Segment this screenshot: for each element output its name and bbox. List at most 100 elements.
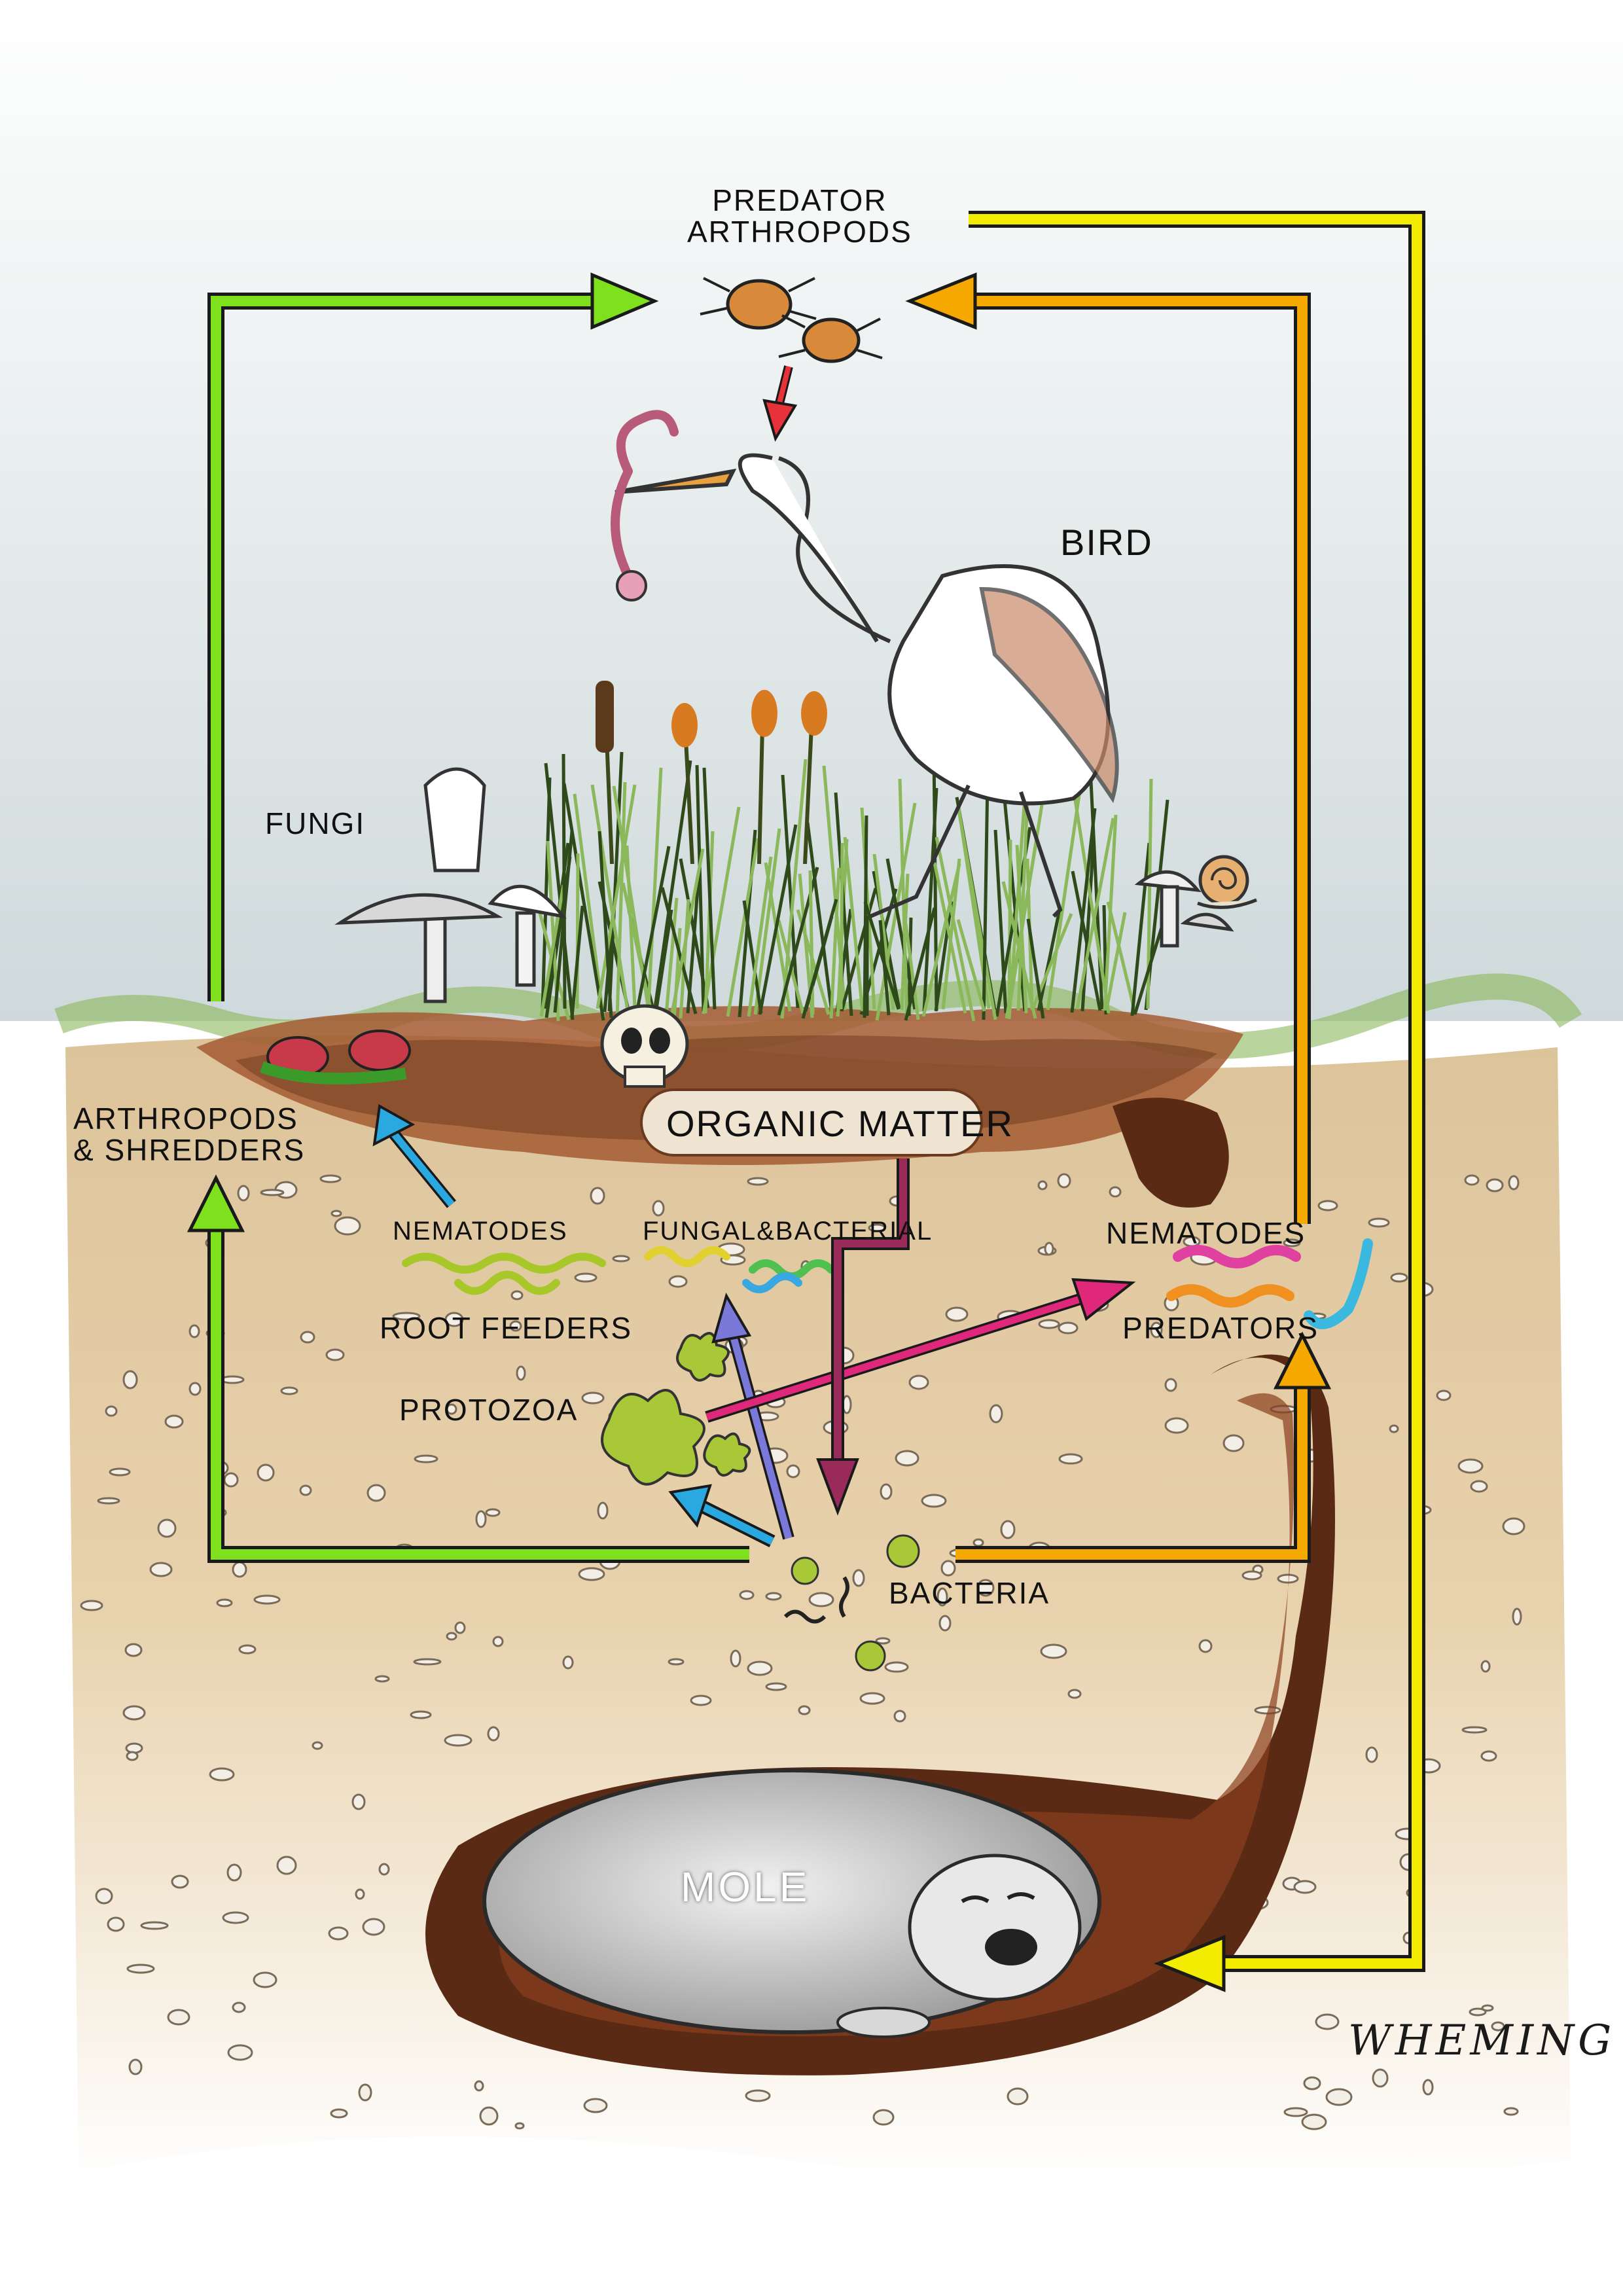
- grass-blade: [840, 888, 878, 1012]
- pebble: [97, 1497, 120, 1505]
- pebble: [157, 1518, 177, 1538]
- grass-blade: [695, 764, 705, 1012]
- pebble: [739, 1590, 755, 1600]
- pebble: [1502, 1517, 1525, 1535]
- pebble: [765, 1592, 782, 1601]
- grass-blade: [747, 856, 773, 1017]
- grass-blade: [570, 905, 584, 1018]
- grass-blade: [806, 822, 834, 1013]
- pebble: [330, 2108, 348, 2119]
- pebble: [128, 2058, 143, 2075]
- predator-nematodes: [1166, 1238, 1373, 1329]
- label-root-feeders: ROOT FEEDERS: [380, 1311, 633, 1345]
- pebble: [122, 1370, 138, 1390]
- artist-signature: WHEMING: [1348, 2017, 1616, 2065]
- pebble: [446, 1632, 457, 1641]
- worm: [611, 410, 679, 601]
- pebble: [276, 1856, 297, 1875]
- pebble: [226, 1863, 242, 1882]
- grass-blade: [1026, 918, 1045, 1019]
- pebble: [358, 2083, 372, 2102]
- pebble: [164, 1414, 184, 1429]
- grass-blade: [1001, 881, 1037, 1019]
- pebble: [232, 1561, 247, 1578]
- pebble: [446, 1403, 457, 1415]
- label-bacteria: BACTERIA: [889, 1576, 1050, 1610]
- arrow-yellow-head: [1154, 1935, 1226, 1992]
- pebble: [1464, 1174, 1480, 1186]
- pebble: [747, 1177, 769, 1186]
- pebble: [1317, 1200, 1338, 1211]
- grass-blade: [1089, 780, 1104, 1010]
- grass-blade: [625, 845, 637, 1022]
- pebble: [1007, 2087, 1029, 2106]
- pebble: [578, 1567, 605, 1581]
- pebble: [319, 1174, 342, 1183]
- pebble: [1512, 1607, 1522, 1626]
- arrow-orange-heads: [905, 272, 1332, 1390]
- pebble: [938, 1615, 952, 1632]
- pebble: [223, 1472, 239, 1488]
- grass-blade: [957, 810, 997, 1020]
- pebble: [124, 1643, 143, 1657]
- grass-blade: [843, 836, 865, 1012]
- pebble: [378, 1863, 390, 1876]
- pebble: [330, 1210, 342, 1217]
- grass-blade: [646, 767, 663, 1019]
- pebble: [1508, 1175, 1520, 1191]
- grass-blade: [660, 887, 698, 1014]
- pebble: [1315, 2013, 1340, 2030]
- pebble: [312, 1741, 323, 1750]
- cattails: [596, 681, 827, 865]
- pebble: [362, 1918, 385, 1936]
- grass-blade: [956, 919, 986, 1012]
- grass-clump: [536, 751, 1169, 1022]
- pebble: [325, 1348, 345, 1361]
- pebble: [747, 1660, 773, 1676]
- pebble: [1422, 2079, 1434, 2096]
- label-predator-arthropods-line1: PREDATOR: [712, 183, 887, 217]
- pebble: [798, 1705, 811, 1715]
- label-bird: BIRD: [1060, 522, 1153, 563]
- arrow-cyan-protozoa: [668, 1484, 776, 1547]
- pebble: [1150, 1321, 1163, 1338]
- grass-blade: [1031, 913, 1073, 1010]
- pebble: [122, 1705, 146, 1721]
- pebble: [1058, 1321, 1079, 1335]
- pebble: [509, 1320, 522, 1332]
- pebble: [253, 1594, 281, 1605]
- pebble: [299, 1484, 312, 1496]
- pebble: [1000, 1520, 1016, 1539]
- pebble: [1503, 2107, 1519, 2116]
- shredder-arthropods: [259, 1030, 411, 1085]
- pebble: [868, 1223, 886, 1232]
- grass-blade: [726, 838, 760, 1017]
- pebble: [126, 1964, 155, 1974]
- arrow-purple: [816, 1158, 910, 1516]
- pebble: [474, 2080, 484, 2092]
- bird-egret: [615, 453, 1119, 918]
- pebble: [492, 1636, 504, 1647]
- label-predators: PREDATORS: [1122, 1311, 1319, 1345]
- pebble: [1222, 1434, 1245, 1452]
- pebble: [95, 1888, 113, 1905]
- pebble: [444, 1312, 464, 1327]
- label-nematodes-root: NEMATODES: [393, 1217, 568, 1246]
- pebble: [1283, 1238, 1301, 1247]
- pebble: [562, 1655, 574, 1670]
- grass-blade: [904, 923, 920, 1020]
- pebble: [1277, 1573, 1299, 1584]
- grass-blade: [935, 836, 976, 1022]
- grass-blade: [575, 853, 580, 1009]
- grass-blade: [597, 831, 613, 1018]
- pebble: [908, 1374, 929, 1390]
- pebble: [597, 1501, 609, 1520]
- snail: [1197, 855, 1257, 909]
- pebble: [355, 1888, 365, 1900]
- grass-blade: [539, 884, 565, 1017]
- pebble: [238, 1644, 257, 1655]
- pebble: [1368, 1217, 1390, 1228]
- pebble: [1067, 1689, 1082, 1699]
- grass-blade: [885, 858, 917, 1010]
